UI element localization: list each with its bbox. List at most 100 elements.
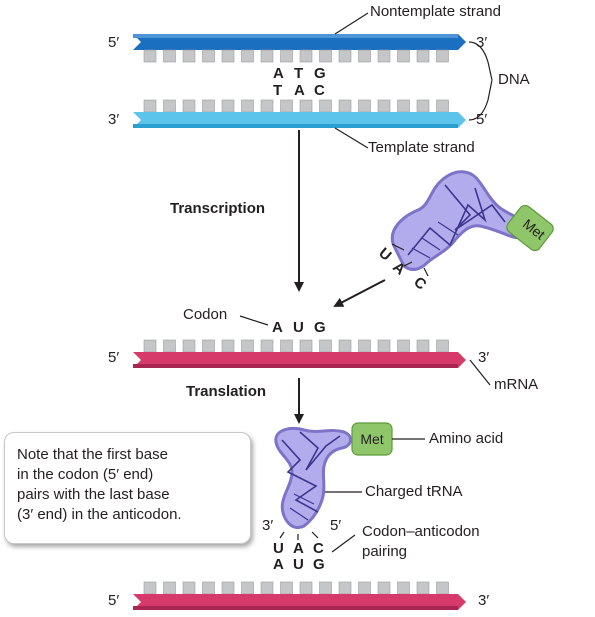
- base-block: [358, 339, 371, 353]
- base-block: [377, 49, 391, 63]
- dna-bottom-5-end: 5′: [476, 111, 488, 128]
- base-block: [338, 49, 352, 63]
- base-block: [260, 99, 274, 113]
- base-block: [319, 99, 332, 113]
- codon-bottom-a: A: [273, 556, 284, 573]
- base-block: [163, 581, 176, 595]
- anticodon-bottom-u: U: [273, 540, 284, 557]
- note-line-4: (3′ end) in the anticodon.: [17, 506, 182, 523]
- note-line-2: in the codon (5′ end): [17, 466, 154, 483]
- base-block: [280, 339, 293, 353]
- anticodon-bottom-c: C: [313, 540, 324, 557]
- dna-top-3-end: 3′: [476, 34, 488, 51]
- dna-nontemplate-strand: [133, 34, 466, 50]
- met-box-top: [506, 204, 554, 252]
- base-block: [202, 581, 215, 595]
- charged-trna-label: Charged tRNA: [365, 483, 463, 500]
- dna-top-5-end: 5′: [108, 34, 120, 51]
- mrna-strand: [133, 352, 466, 368]
- base-block: [143, 49, 157, 63]
- base-block: [338, 339, 352, 353]
- base-block: [416, 49, 430, 63]
- base-block: [241, 339, 254, 353]
- base-block: [436, 339, 449, 353]
- base-block: [319, 49, 332, 63]
- dna-bottom-bases: [143, 99, 449, 113]
- base-block: [416, 581, 430, 595]
- mrna-codon-a: A: [272, 319, 283, 336]
- base-block: [358, 581, 371, 595]
- dna-template-strand: [133, 112, 466, 128]
- pairing-label: pairing: [362, 543, 408, 560]
- note-line-1: Note that the first base: [17, 446, 168, 463]
- base-block: [182, 339, 196, 353]
- anticodon-top-u: U: [375, 245, 394, 265]
- trna-approach-arrow: [333, 279, 386, 307]
- base-block: [143, 581, 157, 595]
- base-block: [416, 339, 430, 353]
- base-block: [143, 339, 157, 353]
- base-block: [280, 581, 293, 595]
- base-block: [377, 99, 391, 113]
- trna-5-end: 5′: [330, 517, 342, 534]
- codon-anticodon-label: Codon–anticodon: [362, 523, 480, 540]
- base-block: [319, 339, 332, 353]
- template-leader: [334, 127, 369, 149]
- base-block: [163, 339, 176, 353]
- mrna-codon-u: U: [293, 319, 304, 336]
- base-block: [338, 581, 352, 595]
- amino-acid-label: Amino acid: [429, 430, 504, 447]
- template-base-t: T: [273, 82, 283, 99]
- codon-bottom-g: G: [313, 556, 325, 573]
- base-block: [221, 339, 235, 353]
- bottom-mrna-strand: [133, 594, 466, 610]
- trna-bottom-anticodon-ticks: [279, 531, 319, 540]
- base-block: [299, 339, 313, 353]
- bottom-mrna-bases: [143, 581, 449, 595]
- base-block: [436, 99, 449, 113]
- codon-leader: [239, 315, 269, 326]
- dna-bracket: [468, 41, 493, 121]
- base-block: [358, 49, 371, 63]
- base-block: [299, 49, 313, 63]
- base-block: [260, 339, 274, 353]
- nontemplate-base-a: A: [273, 65, 284, 82]
- note-line-3: pairs with the last base: [17, 486, 170, 503]
- base-block: [299, 581, 313, 595]
- bottom-3-end: 3′: [478, 592, 490, 609]
- base-block: [280, 49, 293, 63]
- note-box: Note that the first base in the codon (5…: [4, 432, 251, 544]
- nontemplate-strand-label: Nontemplate strand: [370, 3, 501, 20]
- template-base-c: C: [314, 82, 325, 99]
- base-block: [182, 581, 196, 595]
- base-block: [299, 99, 313, 113]
- base-block: [397, 339, 410, 353]
- base-block: [202, 99, 215, 113]
- base-block: [397, 581, 410, 595]
- base-block: [182, 49, 196, 63]
- base-block: [221, 49, 235, 63]
- base-block: [280, 99, 293, 113]
- base-block: [260, 49, 274, 63]
- base-block: [319, 581, 332, 595]
- base-block: [221, 99, 235, 113]
- anticodon-top-c: C: [410, 274, 429, 294]
- trna-3-end: 3′: [262, 517, 274, 534]
- translation-label: Translation: [186, 383, 267, 400]
- anticodon-bottom-a: A: [293, 540, 304, 557]
- trna-bottom: [274, 427, 352, 530]
- base-block: [397, 99, 410, 113]
- trna-top-anticodon-ticks: [391, 243, 429, 277]
- base-block: [338, 99, 352, 113]
- met-label-bottom: Met: [360, 431, 383, 447]
- base-block: [163, 49, 176, 63]
- mrna-5-end: 5′: [108, 349, 120, 366]
- codon-bottom-u: U: [293, 556, 304, 573]
- base-block: [416, 99, 430, 113]
- dna-label: DNA: [498, 71, 530, 88]
- pairing-leader: [331, 534, 356, 553]
- base-block: [358, 99, 371, 113]
- dna-top-bases: [143, 49, 449, 63]
- dna-bottom-3-end: 3′: [108, 111, 120, 128]
